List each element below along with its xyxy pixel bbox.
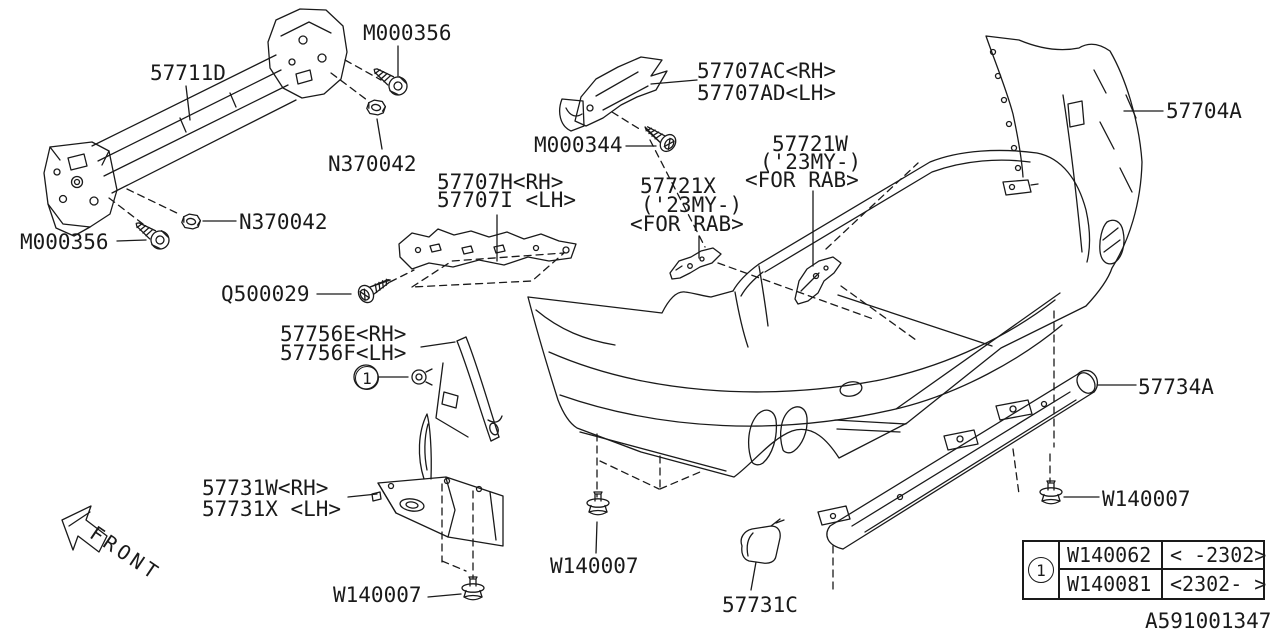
part-label-57731c: 57731C xyxy=(722,593,798,617)
sensor-bracket-w-drawing xyxy=(794,256,842,305)
callout-1-table-badge: 1 xyxy=(1028,557,1054,583)
bumper-beam-drawing xyxy=(43,8,348,237)
bumper-cover-drawing xyxy=(527,35,1143,478)
part-label-57731w: 57731W<RH> xyxy=(202,476,329,500)
table-part-w140081: W140081 xyxy=(1060,570,1163,598)
corner-spacer-drawing xyxy=(435,336,503,442)
assembly-dashed-lines xyxy=(108,59,1055,593)
part-label-57721x-my: ('23MY-) xyxy=(641,193,743,217)
corner-bracket-drawing xyxy=(559,56,680,156)
part-label-w140007-right: W140007 xyxy=(1102,487,1191,511)
tow-hook-cover-drawing xyxy=(740,518,785,564)
part-label-57756e: 57756E<RH> xyxy=(280,322,407,346)
lower-rail-drawing xyxy=(817,369,1099,550)
part-label-m000344: M000344 xyxy=(534,133,623,157)
leader-lines xyxy=(116,45,1164,598)
part-label-57721w-rab: <FOR RAB> xyxy=(745,168,859,192)
part-label-57721w: 57721W xyxy=(772,132,848,156)
part-label-57704a: 57704A xyxy=(1166,99,1242,123)
clip-applicability-table: 1 W140062 < -2302> W140081 <2302- > xyxy=(1022,540,1267,600)
grommet-icon xyxy=(411,368,433,386)
diagram-id: A591001347 xyxy=(1145,609,1272,633)
part-label-m000356-top: M000356 xyxy=(363,21,452,45)
part-label-57734a: 57734A xyxy=(1138,375,1214,399)
part-label-57721w-my: ('23MY-) xyxy=(760,150,862,174)
callout-1-badge: 1 xyxy=(355,366,379,390)
part-label-w140007-mid: W140007 xyxy=(550,554,639,578)
part-label-57707h: 57707H<RH> xyxy=(437,170,564,194)
table-range-w140081: <2302- > xyxy=(1170,572,1267,596)
part-label-57711d: 57711D xyxy=(150,61,226,85)
front-arrow-icon xyxy=(61,505,108,553)
part-label-m000356-bottom: M000356 xyxy=(20,230,109,254)
part-label-57707ad: 57707AD<LH> xyxy=(697,81,837,105)
lower-bracket-drawing xyxy=(371,413,504,547)
table-range-w140062: < -2302> xyxy=(1163,542,1266,570)
part-label-57756f: 57756F<LH> xyxy=(280,341,407,365)
table-part-w140062: W140062 xyxy=(1060,542,1163,570)
part-label-n370042-left: N370042 xyxy=(239,210,328,234)
part-label-57731x: 57731X <LH> xyxy=(202,497,342,521)
sensor-bracket-x-drawing xyxy=(669,247,722,280)
fasteners xyxy=(130,61,1063,601)
side-bracket-drawing xyxy=(354,228,577,306)
part-label-n370042-top: N370042 xyxy=(328,152,417,176)
part-label-w140007-left: W140007 xyxy=(333,583,422,607)
part-label-57707ac: 57707AC<RH> xyxy=(697,59,837,83)
part-label-q500029: Q500029 xyxy=(221,282,310,306)
table-ref-cell: 1 xyxy=(1024,542,1060,598)
part-label-57707i: 57707I <LH> xyxy=(437,188,577,212)
part-label-57721x-rab: <FOR RAB> xyxy=(630,212,744,236)
part-label-57721x: 57721X xyxy=(640,174,716,198)
